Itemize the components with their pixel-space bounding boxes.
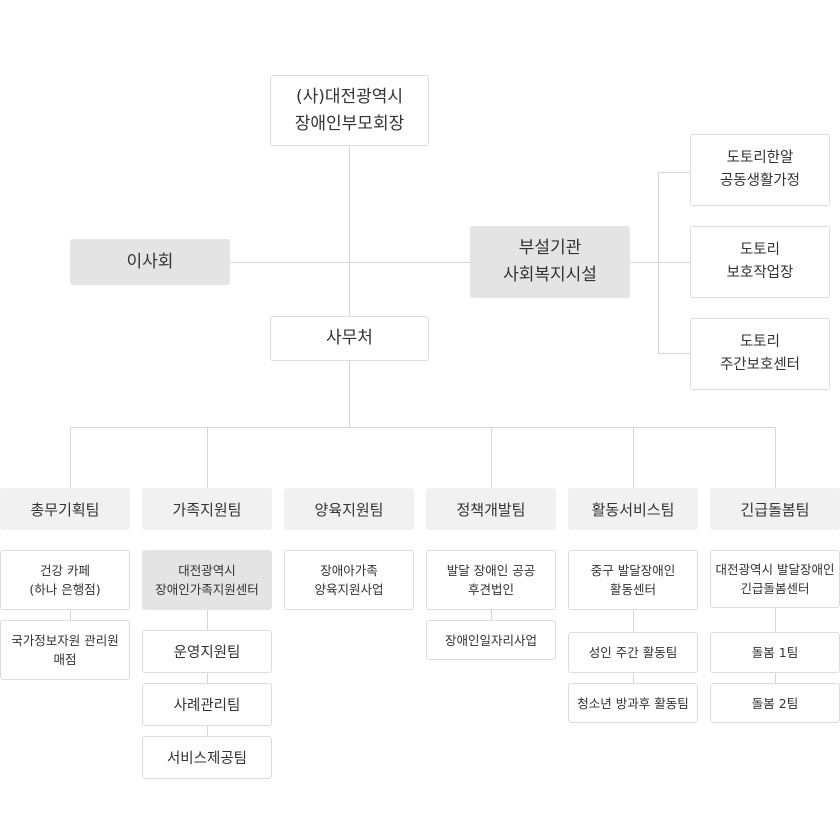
unit-shop: 국가정보자원 관리원 매점 <box>0 620 130 680</box>
board: 이사회 <box>70 239 230 285</box>
facility-day-care: 도토리 주간보호센터 <box>690 318 830 390</box>
unit-junggu-activity-center: 중구 발달장애인 활동센터 <box>568 550 698 610</box>
unit-guardianship-corp: 발달 장애인 공공 후견법인 <box>426 550 556 610</box>
team-general-planning: 총무기획팀 <box>0 488 130 530</box>
affiliated-facilities: 부설기관 사회복지시설 <box>470 226 630 298</box>
unit-employment-program: 장애인일자리사업 <box>426 620 556 660</box>
team-activity-service: 활동서비스팀 <box>568 488 698 530</box>
secretariat: 사무처 <box>270 316 429 361</box>
team-emergency-care: 긴급돌봄팀 <box>710 488 840 530</box>
facility-workshop: 도토리 보호작업장 <box>690 226 830 298</box>
team-family-support: 가족지원팀 <box>142 488 272 530</box>
unit-youth-afterschool: 청소년 방과후 활동팀 <box>568 683 698 723</box>
unit-emergency-care-center: 대전광역시 발달장애인 긴급돌봄센터 <box>710 550 840 608</box>
team-policy-development: 정책개발팀 <box>426 488 556 530</box>
unit-operations-team: 운영지원팀 <box>142 630 272 673</box>
unit-childcare-program: 장애아가족 양육지원사업 <box>284 550 414 610</box>
unit-adult-day-activity: 성인 주간 활동팀 <box>568 632 698 673</box>
unit-health-cafe: 건강 카페 (하나 은행점) <box>0 550 130 610</box>
unit-care-team-2: 돌봄 2팀 <box>710 683 840 723</box>
facility-group-home: 도토리한알 공동생활가정 <box>690 134 830 206</box>
unit-family-support-center: 대전광역시 장애인가족지원센터 <box>142 550 272 610</box>
unit-case-management-team: 사례관리팀 <box>142 683 272 726</box>
unit-care-team-1: 돌봄 1팀 <box>710 632 840 673</box>
unit-service-provision-team: 서비스제공팀 <box>142 736 272 779</box>
org-root: (사)대전광역시 장애인부모회장 <box>270 75 429 146</box>
team-childcare-support: 양육지원팀 <box>284 488 414 530</box>
